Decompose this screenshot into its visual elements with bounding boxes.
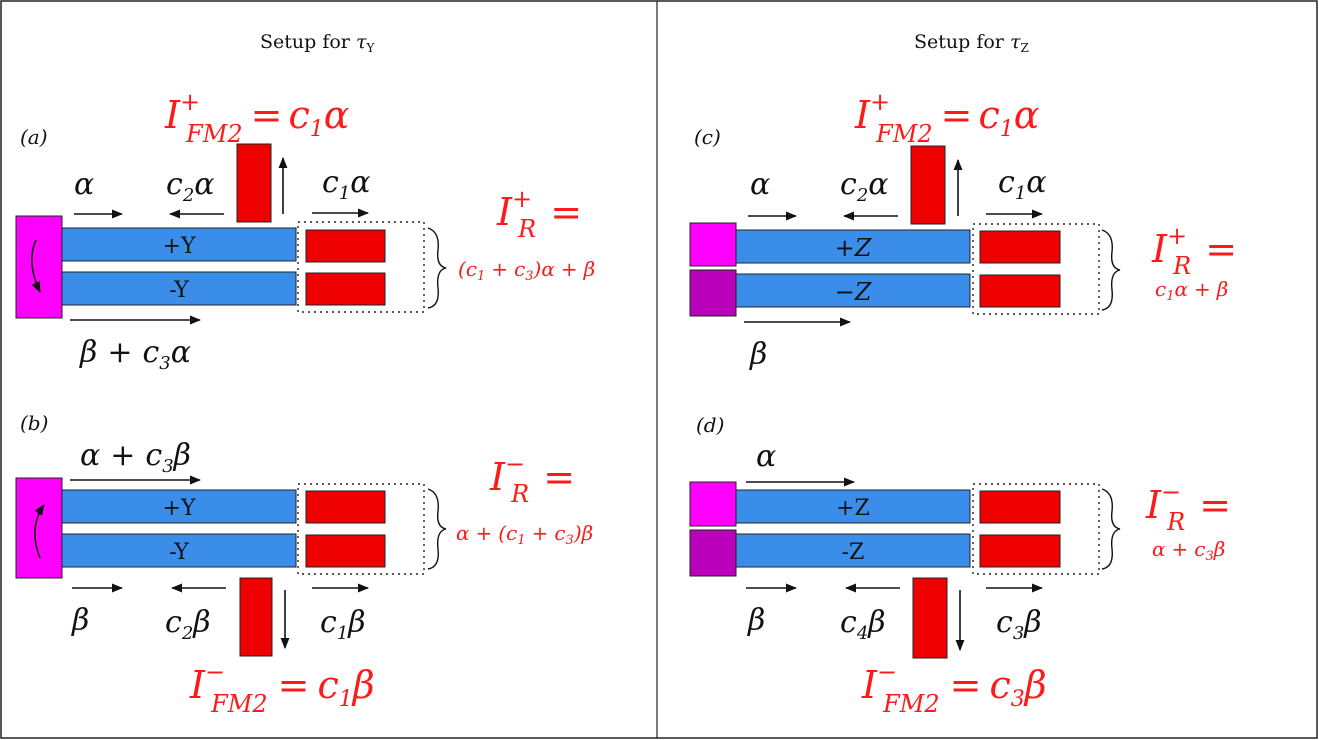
- channel-bottom-label-d: -Z: [842, 540, 865, 565]
- rotating-magnet-a: [15, 215, 63, 319]
- top-current-label-b: α+c3β: [80, 438, 191, 477]
- channel-bottom-b: [61, 533, 297, 568]
- right-panel: Setup for τZ (c) I+FM2=c1α α c2α c1α: [689, 31, 1237, 718]
- label-a: (a): [20, 125, 48, 149]
- c1-label-c: c1α: [998, 165, 1047, 204]
- ir-plus-label-c: I+R=: [1151, 222, 1237, 280]
- channel-bottom-label-c: −Z: [835, 278, 873, 306]
- subfigure-c: (c) I+FM2=c1α α c2α c1α +Z −Z: [689, 88, 1237, 372]
- left-title: Setup for τY: [260, 31, 375, 55]
- ir-plus-label-a: I+R=: [496, 185, 582, 243]
- label-c: (c): [694, 125, 721, 149]
- c2-label-c: c2α: [840, 167, 889, 206]
- channel-bottom-c: [735, 273, 971, 308]
- bottom-current-label-a: β+c3α: [79, 335, 191, 374]
- brace-b: [427, 488, 447, 570]
- c1-label-a: c1α: [322, 165, 371, 204]
- ir-minus-label-b: I−R=: [489, 450, 575, 508]
- fm2-magnet-b: [239, 577, 273, 657]
- channel-top-b: [61, 489, 297, 524]
- rotation-arrow-a: [31, 239, 41, 294]
- c4-label-d: c4β: [840, 605, 886, 644]
- channel-bottom-label-a: -Y: [169, 278, 189, 303]
- fm2-magnet-c: [910, 145, 946, 225]
- channel-top-label-c: +Z: [835, 234, 873, 262]
- ir-plus-expr-a: (c1+c3)α+β: [458, 257, 595, 284]
- fm2-magnet-d: [912, 577, 948, 659]
- channel-bottom-a: [61, 271, 297, 306]
- label-d: (d): [696, 413, 724, 437]
- fm2-minus-label-d: I−FM2=c3β: [861, 658, 1047, 718]
- right-title: Setup for τZ: [914, 31, 1029, 55]
- left-panel: Setup for τY (a) I+FM2=c1α α c2α c1α: [15, 31, 595, 718]
- subfigure-b: (b) α+c3β +Y -Y β c2β: [15, 411, 593, 718]
- label-b: (b): [20, 411, 48, 435]
- ir-minus-expr-d: α+c3β: [1152, 537, 1225, 564]
- brace-c: [1101, 229, 1121, 311]
- beta-label-b: β: [71, 603, 89, 638]
- beta-label-c: β: [749, 337, 767, 372]
- channel-top-label-b: +Y: [163, 496, 196, 521]
- fm2-plus-label-c: I+FM2=c1α: [854, 88, 1039, 148]
- c3-label-d: c3β: [996, 605, 1042, 644]
- reader-magnet-bottom-d: [979, 534, 1061, 568]
- reader-magnet-bottom-b: [305, 534, 386, 568]
- channel-top-c: [735, 229, 971, 264]
- fm2-plus-label-a: I+FM2=c1α: [164, 88, 349, 148]
- beta-label-d: β: [747, 603, 765, 638]
- fm2-magnet-a: [236, 143, 272, 223]
- subfigure-d: (d) α +Z -Z β c4β c3β: [689, 413, 1231, 718]
- alpha-label-c: α: [750, 167, 770, 202]
- reader-magnet-bottom-c: [979, 274, 1061, 308]
- fixed-magnet-bottom-c: [689, 269, 737, 317]
- reader-magnet-top-a: [305, 229, 386, 263]
- channel-top-d: [735, 489, 971, 524]
- channel-bottom-d: [735, 533, 971, 568]
- subfigure-a: (a) I+FM2=c1α α c2α c1α +Y -Y: [15, 88, 595, 374]
- reader-magnet-bottom-a: [305, 272, 386, 306]
- channel-top-label-a: +Y: [163, 234, 196, 259]
- fixed-magnet-top-c: [689, 222, 737, 267]
- c1-label-b: c1β: [320, 605, 366, 644]
- reader-magnet-top-d: [979, 490, 1061, 524]
- rotating-magnet-b: [15, 477, 63, 579]
- ir-minus-expr-b: α+(c1+c3)β: [456, 521, 593, 548]
- fixed-magnet-bottom-d: [689, 529, 737, 577]
- alpha-label-a: α: [74, 167, 94, 202]
- channel-top-label-d: +Z: [836, 496, 870, 521]
- fixed-magnet-top-d: [689, 481, 737, 527]
- channel-bottom-label-b: -Y: [169, 540, 189, 565]
- channel-top-a: [61, 227, 297, 262]
- ir-minus-label-d: I−R=: [1145, 478, 1231, 536]
- reader-magnet-top-b: [305, 490, 386, 524]
- c2-label-b: c2β: [165, 605, 211, 644]
- reader-magnet-top-c: [979, 230, 1061, 264]
- fm2-minus-label-b: I−FM2=c1β: [189, 658, 375, 718]
- brace-a: [427, 227, 447, 309]
- alpha-label-d: α: [756, 439, 776, 474]
- ir-plus-expr-c: c1α+β: [1155, 277, 1228, 304]
- brace-d: [1101, 488, 1121, 570]
- c2-label-a: c2α: [166, 167, 215, 206]
- rotation-arrow-b: [34, 504, 45, 559]
